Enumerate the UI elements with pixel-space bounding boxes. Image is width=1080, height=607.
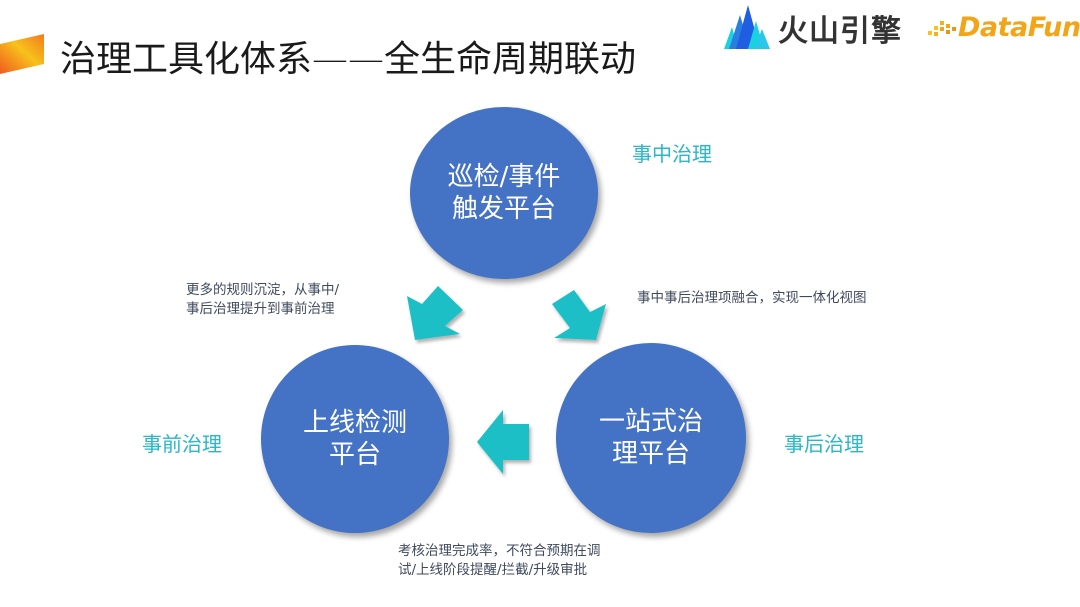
datafun-logo: DataFun. [928,12,1080,43]
node-one-stop-line2: 理平台 [611,439,690,469]
node-online-check-platform: 上线检测 平台 [261,345,449,533]
title-accent-icon [0,34,44,74]
page-title: 治理工具化体系——全生命周期联动 [60,39,637,80]
arrow-right-to-left-icon [477,410,529,474]
note-top-to-left-line1: 更多的规则沉淀，从事中/ [186,282,340,298]
note-top-to-left-line2: 事后治理提升到事前治理 [186,301,335,317]
datafun-pixel-icon [928,20,956,36]
node-online-check-line2: 平台 [328,440,381,470]
node-inspection-platform: 巡检/事件 触发平台 [410,107,598,279]
note-right-to-left-line2: 试/上线阶段提醒/拦截/升级审批 [398,562,588,578]
phase-label-during: 事中治理 [632,142,712,166]
phase-label-before: 事前治理 [142,432,222,456]
node-online-check-line1: 上线检测 [302,408,407,438]
note-top-to-right: 事中事后治理项融合，实现一体化视图 [637,289,867,308]
node-inspection-line2: 触发平台 [451,194,556,224]
note-right-to-left: 考核治理完成率，不符合预期在调 试/上线阶段提醒/拦截/升级审批 [398,542,601,580]
arrow-top-to-left-icon [407,286,463,340]
volcano-mountain-icon [724,5,770,49]
volcano-engine-wordmark: 火山引擎 [778,14,902,49]
node-one-stop-platform: 一站式治 理平台 [556,343,746,533]
note-top-to-right-line1: 事中事后治理项融合，实现一体化视图 [637,290,867,306]
phase-label-after: 事后治理 [784,432,864,456]
note-right-to-left-line1: 考核治理完成率，不符合预期在调 [398,543,601,559]
datafun-wordmark: DataFun. [958,12,1080,43]
arrow-top-to-right-icon [552,290,606,340]
note-top-to-left: 更多的规则沉淀，从事中/ 事后治理提升到事前治理 [186,281,339,319]
volcano-engine-logo: 火山引擎 [724,5,902,51]
node-inspection-line1: 巡检/事件 [447,162,561,192]
node-one-stop-line1: 一站式治 [598,407,703,437]
